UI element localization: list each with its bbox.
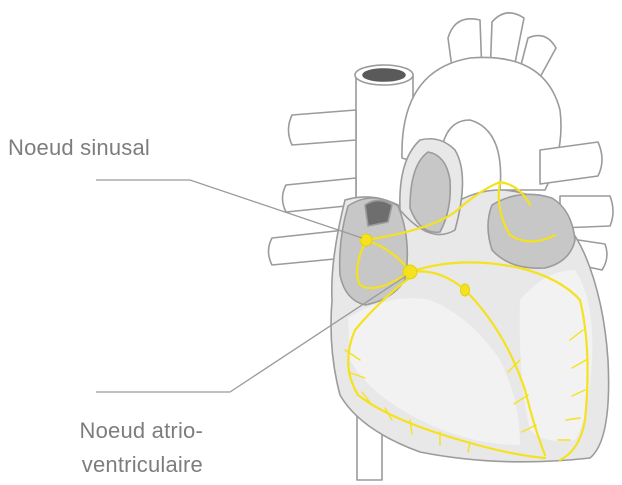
his-bundle-node [461, 284, 470, 296]
right-atrium-opening [365, 201, 392, 227]
av-node-label: Noeud atrio- ventriculaire [40, 414, 203, 482]
av-node-label-line2: ventriculaire [40, 448, 203, 482]
av-node-label-line1: Noeud atrio- [40, 414, 203, 448]
sinoatrial-node [360, 234, 372, 246]
left-ventricle [520, 270, 593, 441]
sinoatrial-node-label: Noeud sinusal [8, 131, 150, 165]
left-atrium [488, 194, 575, 268]
